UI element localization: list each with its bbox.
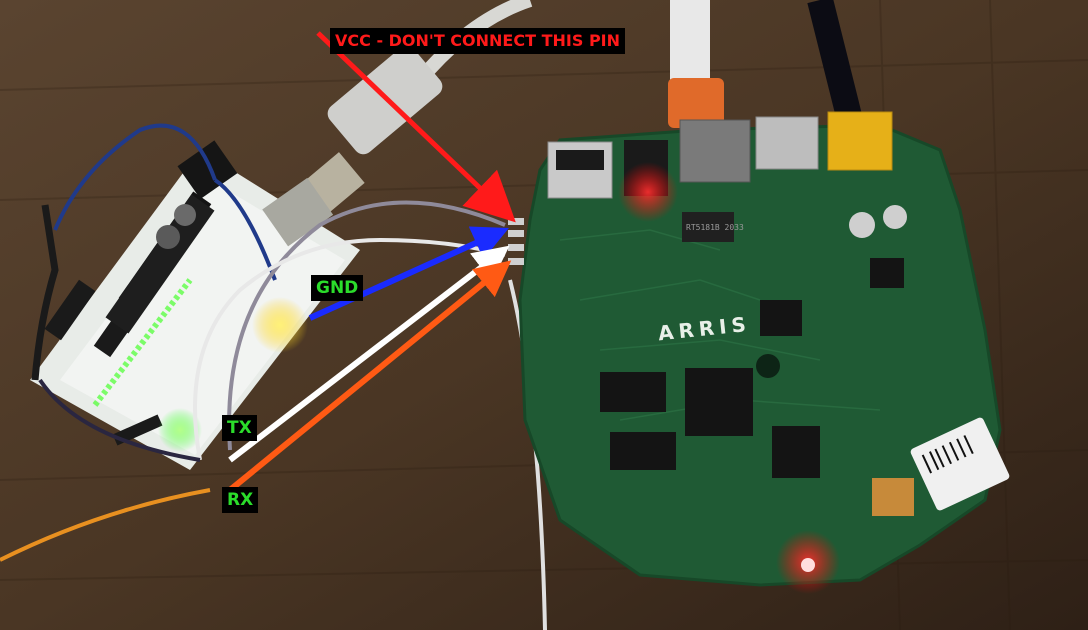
tx-label: TX <box>222 415 257 441</box>
rx-label: RX <box>222 487 259 513</box>
arduino-capacitors <box>156 204 196 249</box>
ethernet-port-icon <box>679 119 751 183</box>
rt-chip <box>682 212 734 242</box>
chips <box>600 258 904 478</box>
vcc-label: VCC - DON'T CONNECT THIS PIN <box>330 28 626 54</box>
blue-wire <box>53 123 217 231</box>
capacitors <box>849 205 907 238</box>
barcode <box>921 435 974 474</box>
led-icon <box>252 297 308 353</box>
chip-marking: RT5181B 2033 <box>686 223 744 232</box>
pcb-traces <box>559 229 881 421</box>
rx-arrow <box>228 260 512 493</box>
orange-wire <box>0 488 211 562</box>
white-wire <box>193 237 506 461</box>
vcc-arrow <box>316 31 516 223</box>
hdmi-port-icon <box>755 116 819 170</box>
arris-pcb: RT5181B 2033 ARRIS <box>508 111 1010 587</box>
grey-wire <box>227 200 506 451</box>
gnd-arrow <box>308 226 509 321</box>
black-jumper <box>31 204 59 381</box>
mount-hole <box>756 354 780 378</box>
led-icon <box>618 162 678 222</box>
barcode-sticker <box>910 417 1010 511</box>
blue-wire-2 <box>213 178 277 281</box>
gnd-label: GND <box>311 275 364 301</box>
dark-wire <box>38 378 201 462</box>
tx-arrow <box>228 245 510 463</box>
ethernet-boot <box>668 78 724 128</box>
arduino-power-jack <box>177 140 238 200</box>
uart-header <box>508 218 524 265</box>
copper-pad <box>872 478 914 516</box>
power-cable <box>807 0 863 124</box>
arduino-board <box>30 140 360 470</box>
arduino-usb-jack <box>262 177 334 247</box>
led-icon <box>158 408 202 452</box>
